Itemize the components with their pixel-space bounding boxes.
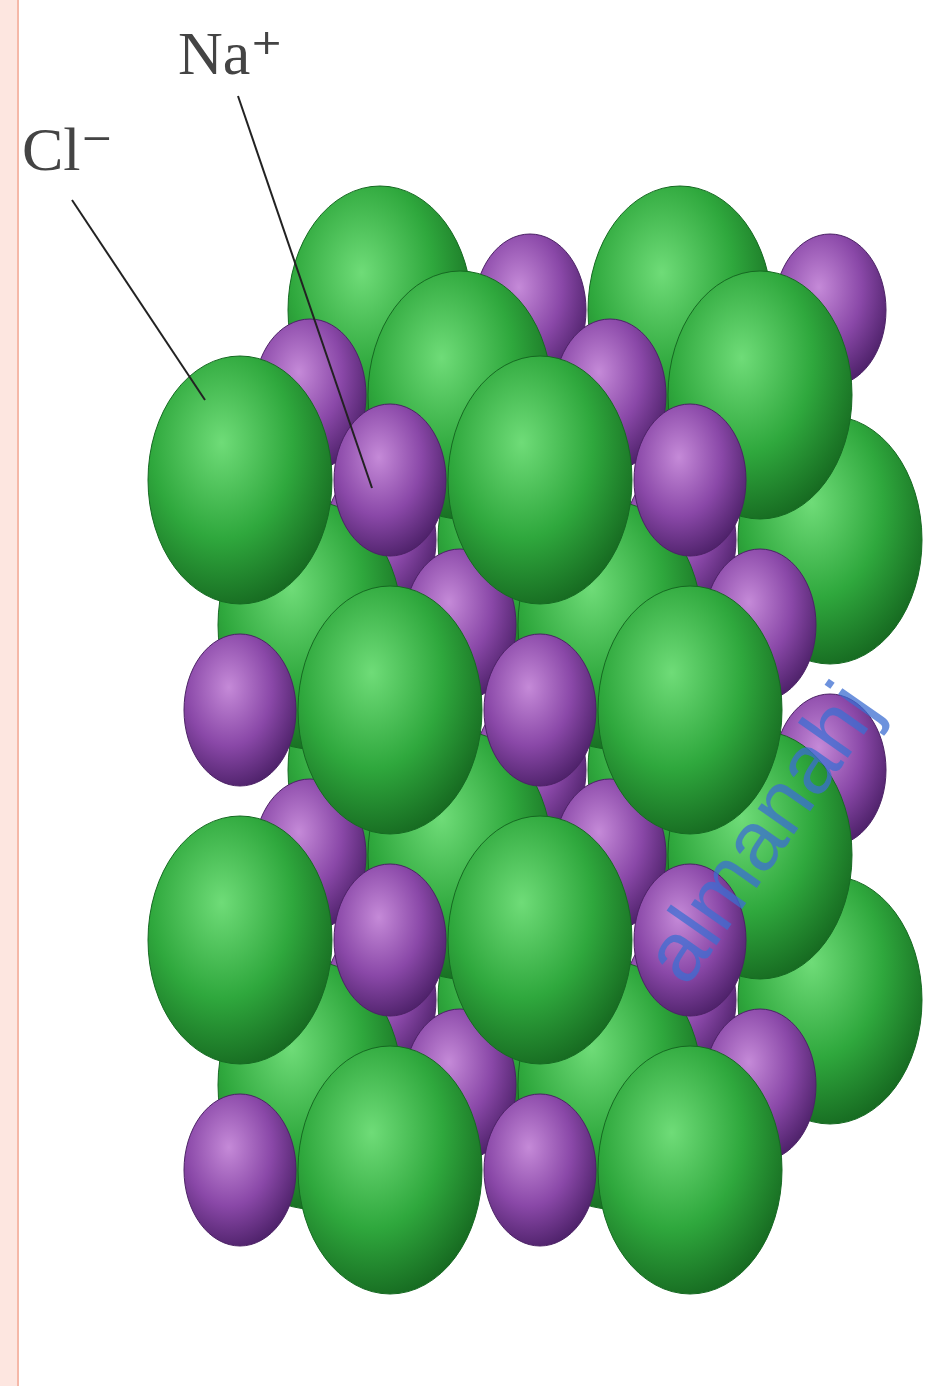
- sodium-ion: [634, 404, 746, 556]
- chloride-ion: [298, 586, 482, 834]
- chloride-ion: [148, 356, 332, 604]
- ion-label: Cl⁻: [22, 118, 113, 180]
- ion-label: Na⁺: [178, 22, 283, 84]
- chloride-ion: [598, 1046, 782, 1294]
- chloride-ion: [448, 816, 632, 1064]
- sodium-ion: [184, 1094, 296, 1246]
- margin-line: [17, 0, 19, 1386]
- chloride-ion: [298, 1046, 482, 1294]
- leader-line: [238, 96, 372, 488]
- ion-spheres: [148, 186, 922, 1294]
- sodium-ion: [484, 1094, 596, 1246]
- sodium-ion: [484, 634, 596, 786]
- chloride-ion: [148, 816, 332, 1064]
- leader-line: [72, 200, 205, 400]
- sodium-ion: [184, 634, 296, 786]
- sodium-ion: [334, 864, 446, 1016]
- margin-strip: [0, 0, 18, 1386]
- chloride-ion: [448, 356, 632, 604]
